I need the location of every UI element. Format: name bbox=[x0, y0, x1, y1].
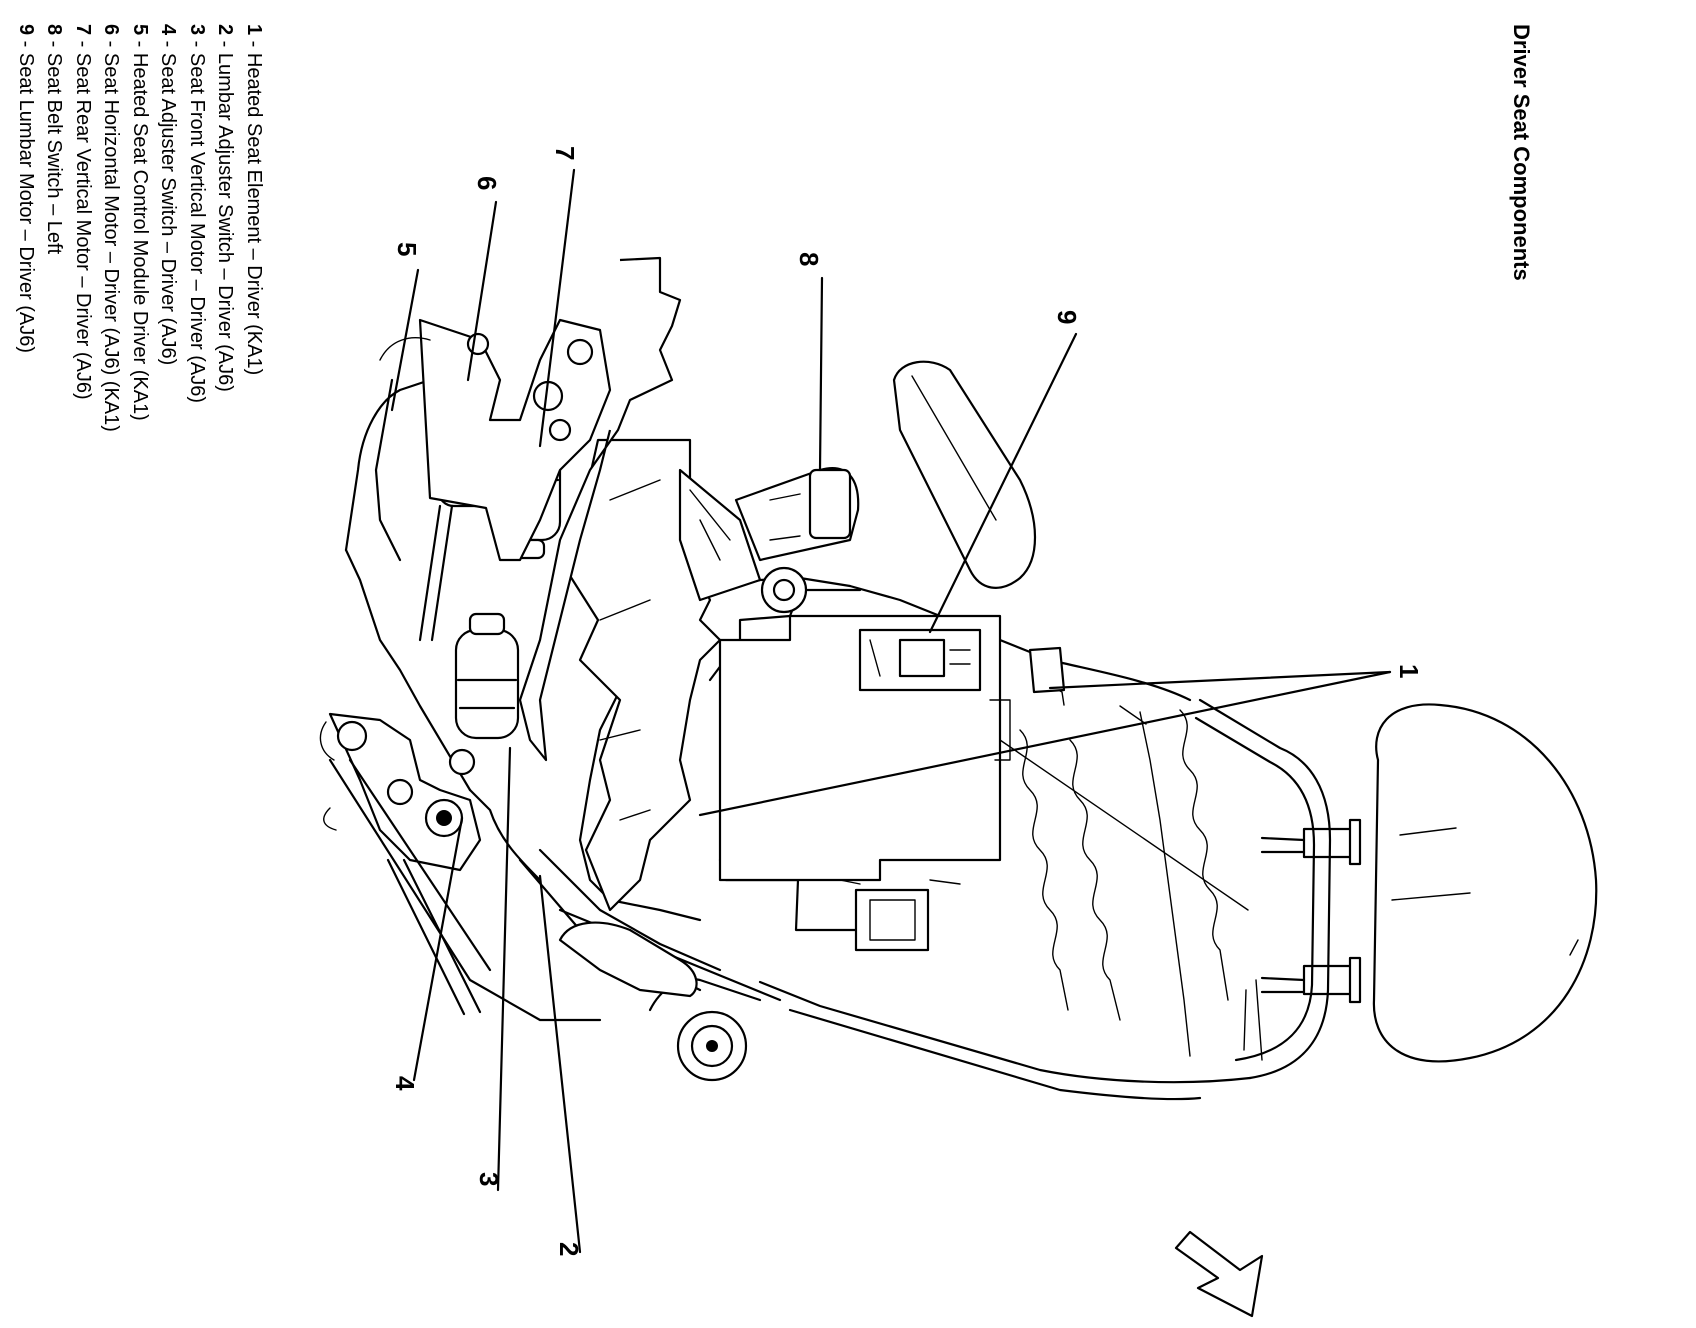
callout-6: 6 bbox=[472, 176, 502, 190]
heated-seat-element bbox=[518, 256, 722, 912]
lower-bracket bbox=[839, 879, 961, 952]
callout-labels: 1 2 3 4 5 6 7 8 9 bbox=[390, 146, 1424, 1256]
seat-back-frame bbox=[758, 584, 1332, 1084]
callout-8: 8 bbox=[794, 252, 824, 266]
callout-3: 3 bbox=[474, 1172, 504, 1186]
callout-1: 1 bbox=[1394, 664, 1424, 678]
callout-5: 5 bbox=[392, 242, 422, 256]
callout-9: 9 bbox=[1052, 310, 1082, 324]
callout-leaders bbox=[390, 168, 1392, 1254]
side-bolster bbox=[892, 360, 1036, 589]
callout-4: 4 bbox=[390, 1076, 420, 1091]
callout-2: 2 bbox=[554, 1242, 584, 1256]
seat-belt-switch bbox=[678, 467, 860, 614]
lumbar-motor bbox=[858, 628, 1066, 694]
callout-7: 7 bbox=[550, 146, 580, 160]
front-direction-arrow bbox=[1174, 1230, 1264, 1318]
headrest bbox=[1260, 703, 1598, 1063]
